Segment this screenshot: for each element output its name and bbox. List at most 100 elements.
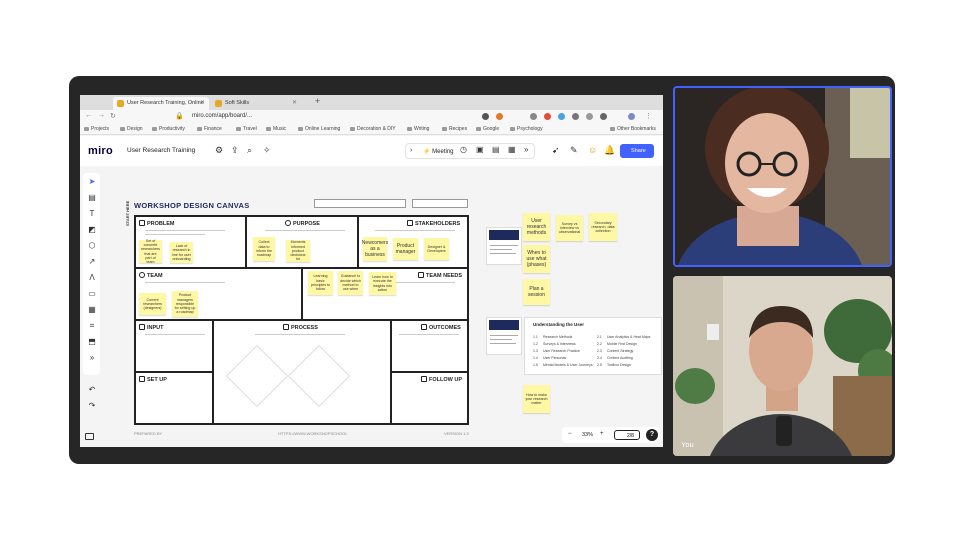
extension-icon[interactable] <box>600 113 607 120</box>
new-tab-icon[interactable]: + <box>315 96 321 106</box>
sticky-note[interactable]: When to use what (phases) <box>523 245 550 273</box>
bookmark-item[interactable]: Online Learning <box>298 126 340 132</box>
extension-icon[interactable] <box>572 113 579 120</box>
undo-icon[interactable]: ↶ <box>88 385 96 394</box>
pen-icon[interactable]: Ʌ <box>89 273 95 282</box>
template-icon[interactable]: ▤ <box>88 193 96 202</box>
sticky-note[interactable]: Secondary research, data collection <box>589 213 617 241</box>
video-tile-participant[interactable] <box>673 86 892 267</box>
tab-user-research[interactable]: User Research Training, Online ✕ <box>113 97 209 110</box>
extension-icon[interactable] <box>482 113 489 120</box>
bookmark-item[interactable]: Productivity <box>152 126 185 132</box>
search-icon[interactable]: ⌕ <box>247 145 253 155</box>
chevron-right-icon[interactable]: › <box>410 147 413 154</box>
sticky-note[interactable]: Survey vs interview vs observational <box>556 215 583 241</box>
follow-up-cell[interactable] <box>391 372 468 424</box>
document-thumbnail[interactable] <box>486 227 522 265</box>
process-cell[interactable] <box>213 320 391 424</box>
miro-logo[interactable]: miro <box>88 145 114 157</box>
extension-icon[interactable] <box>558 113 565 120</box>
zoom-out-icon[interactable]: − <box>568 431 572 437</box>
redo-icon[interactable]: ↷ <box>88 401 96 410</box>
avatar[interactable] <box>628 113 635 120</box>
vote-icon[interactable]: ▤ <box>492 145 500 154</box>
sticky-note[interactable]: User research methods <box>523 213 550 241</box>
cursor-icon[interactable]: ➹ <box>552 145 560 155</box>
text-icon[interactable]: T <box>89 209 95 218</box>
more-icon[interactable]: ⋮ <box>645 113 652 120</box>
frame-icon[interactable]: ⌗ <box>89 321 95 330</box>
notes-icon[interactable]: ▦ <box>508 145 516 154</box>
help-button[interactable]: ? <box>646 429 658 441</box>
url-field[interactable]: miro.com/app/board/... <box>192 113 253 119</box>
bookmark-item[interactable]: Other Bookmarks <box>610 126 656 132</box>
close-icon[interactable]: ✕ <box>291 100 297 106</box>
meeting-button[interactable]: ⚡ Meeting <box>423 149 454 155</box>
close-icon[interactable]: ✕ <box>199 100 205 106</box>
connector-icon[interactable]: ↗ <box>88 257 96 266</box>
outcomes-cell[interactable] <box>391 320 468 372</box>
sticky-note[interactable]: Newcomers as a business <box>362 237 388 261</box>
bookmark-item[interactable]: Recipes <box>442 126 467 132</box>
zoom-level[interactable]: 33% <box>582 432 594 438</box>
document-thumbnail[interactable] <box>486 317 522 355</box>
sticky-note[interactable]: Moments informed product decisions for <box>286 240 310 262</box>
bookmark-item[interactable]: Projects <box>84 126 109 132</box>
sticky-note[interactable]: How to make your research matter <box>523 385 550 413</box>
video-tile-self[interactable]: You <box>673 276 892 456</box>
video-icon[interactable]: ▣ <box>476 145 484 154</box>
sticky-note[interactable]: Learning basic principles to follow <box>308 271 333 295</box>
magic-icon[interactable]: ✧ <box>263 145 271 155</box>
bookmark-item[interactable]: Google <box>476 126 499 132</box>
sticky-note[interactable]: Product managers responsible for setting… <box>172 291 198 317</box>
sticky-note[interactable]: Learn how to execute the insights into a… <box>369 272 396 295</box>
curriculum-panel[interactable]: Understanding the User 1.1 Research Meth… <box>524 317 662 375</box>
canvas-name-field[interactable] <box>314 199 406 208</box>
canvas-date-field[interactable] <box>412 199 468 208</box>
more-tools-icon[interactable]: » <box>89 353 95 362</box>
extension-icon[interactable] <box>544 113 551 120</box>
upload-icon[interactable]: ⬒ <box>88 337 96 346</box>
sticky-note[interactable]: Current researchers (designers) <box>139 293 166 315</box>
tab-soft-skills[interactable]: Soft Skills ✕ <box>211 97 301 110</box>
bookmark-item[interactable]: Decoration & DIY <box>350 126 396 132</box>
more-apps-icon[interactable]: » <box>524 145 529 154</box>
timer-icon[interactable]: ◷ <box>460 145 467 154</box>
board-name[interactable]: User Research Training <box>127 147 196 154</box>
settings-icon[interactable]: ⚙ <box>215 145 224 155</box>
extension-icon[interactable] <box>530 113 537 120</box>
share-button[interactable]: Share <box>620 144 654 158</box>
bookmark-item[interactable]: Writing <box>407 126 429 132</box>
sticky-note[interactable]: Collect data to inform the roadmap <box>253 237 275 261</box>
bookmark-item[interactable]: Psychology <box>510 126 543 132</box>
collaborator-avatar[interactable]: ☺ <box>588 145 598 155</box>
shapes-icon[interactable]: ⬡ <box>88 241 96 250</box>
sticky-note[interactable]: Lack of research in line for user onboar… <box>170 242 193 263</box>
bell-icon[interactable]: 🔔 <box>604 145 616 155</box>
sticky-note[interactable]: Set of concrete researchers that are par… <box>139 239 162 264</box>
extension-icon[interactable] <box>496 113 503 120</box>
bookmark-item[interactable]: Travel <box>236 126 257 132</box>
board-panel-icon[interactable] <box>85 433 94 440</box>
bookmark-item[interactable]: Design <box>120 126 143 132</box>
select-icon[interactable]: ➤ <box>88 177 96 186</box>
back-icon[interactable]: ← <box>85 112 92 119</box>
sticky-note[interactable]: Plan a session <box>523 279 550 305</box>
reload-icon[interactable]: ↻ <box>110 113 116 120</box>
bookmark-item[interactable]: Music <box>266 126 286 132</box>
upload-icon[interactable]: ⇪ <box>231 145 239 155</box>
zoom-in-icon[interactable]: + <box>600 431 604 437</box>
forward-icon[interactable]: → <box>98 112 105 119</box>
table-icon[interactable]: ▦ <box>88 305 96 314</box>
sticky-note-icon[interactable]: ◩ <box>88 225 96 234</box>
sticky-note[interactable]: Guidance to decide which method to use w… <box>338 271 363 295</box>
bookmark-item[interactable]: Finance <box>197 126 222 132</box>
input-cell[interactable] <box>135 320 213 372</box>
comment-icon[interactable]: ▭ <box>88 289 96 298</box>
sticky-note[interactable]: Designer & Developers <box>424 238 449 260</box>
sticky-note[interactable]: Product manager <box>393 238 418 260</box>
extension-icon[interactable] <box>586 113 593 120</box>
set-up-cell[interactable] <box>135 372 213 424</box>
page-indicator[interactable]: 2/8 <box>614 430 640 440</box>
reactions-icon[interactable]: ✎ <box>570 145 578 155</box>
